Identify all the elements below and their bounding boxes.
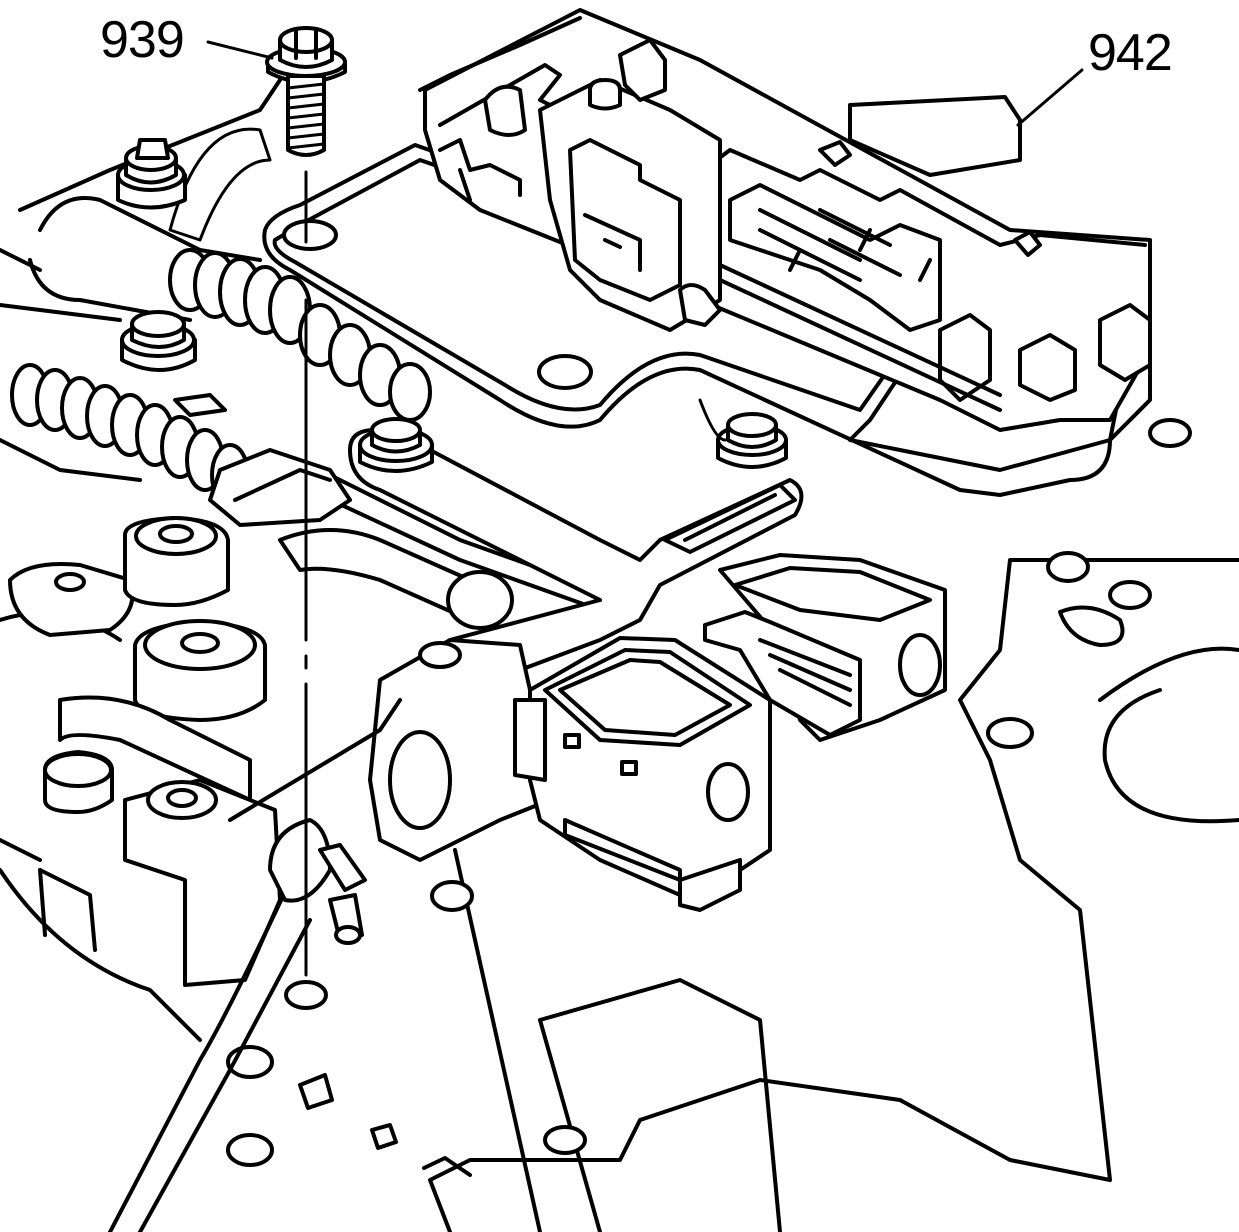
callout-939: 939 bbox=[100, 11, 184, 69]
module-connector bbox=[848, 95, 1022, 177]
solenoid-bracket bbox=[208, 428, 804, 692]
harness-coil-lower bbox=[10, 363, 250, 507]
callout-942: 942 bbox=[1088, 24, 1172, 82]
plate-slot bbox=[370, 1123, 398, 1150]
plate-hole bbox=[430, 880, 474, 912]
leader-942 bbox=[1016, 68, 1084, 127]
harness-clip bbox=[173, 393, 227, 417]
tcc-solenoid bbox=[703, 553, 947, 742]
plate-hole bbox=[1148, 418, 1192, 448]
plate-hole bbox=[226, 1133, 274, 1167]
mounting-bolt bbox=[358, 417, 434, 473]
fluid-tube bbox=[248, 468, 602, 630]
alignment-axis bbox=[284, 170, 328, 1010]
control-module-942 bbox=[262, 8, 1152, 497]
leader-939 bbox=[206, 40, 274, 60]
plate-slot bbox=[298, 1073, 334, 1110]
valve-stack bbox=[0, 516, 312, 1232]
plate-hole bbox=[986, 717, 1034, 749]
plate-hole bbox=[1046, 551, 1090, 583]
plate-hole bbox=[1108, 580, 1152, 610]
mounting-bolt bbox=[120, 310, 197, 372]
harness-coil-upper bbox=[168, 248, 432, 422]
plate-slot bbox=[1058, 605, 1125, 647]
bolt-hole-target bbox=[284, 980, 328, 1010]
mounting-bolt bbox=[116, 138, 187, 210]
mounting-bolt bbox=[698, 398, 788, 469]
pressure-control-solenoid bbox=[513, 636, 772, 912]
bolt-939 bbox=[265, 26, 347, 157]
mount-bore bbox=[388, 730, 452, 830]
plate-hole bbox=[543, 1125, 587, 1155]
valve-body-plate bbox=[226, 418, 1239, 1232]
